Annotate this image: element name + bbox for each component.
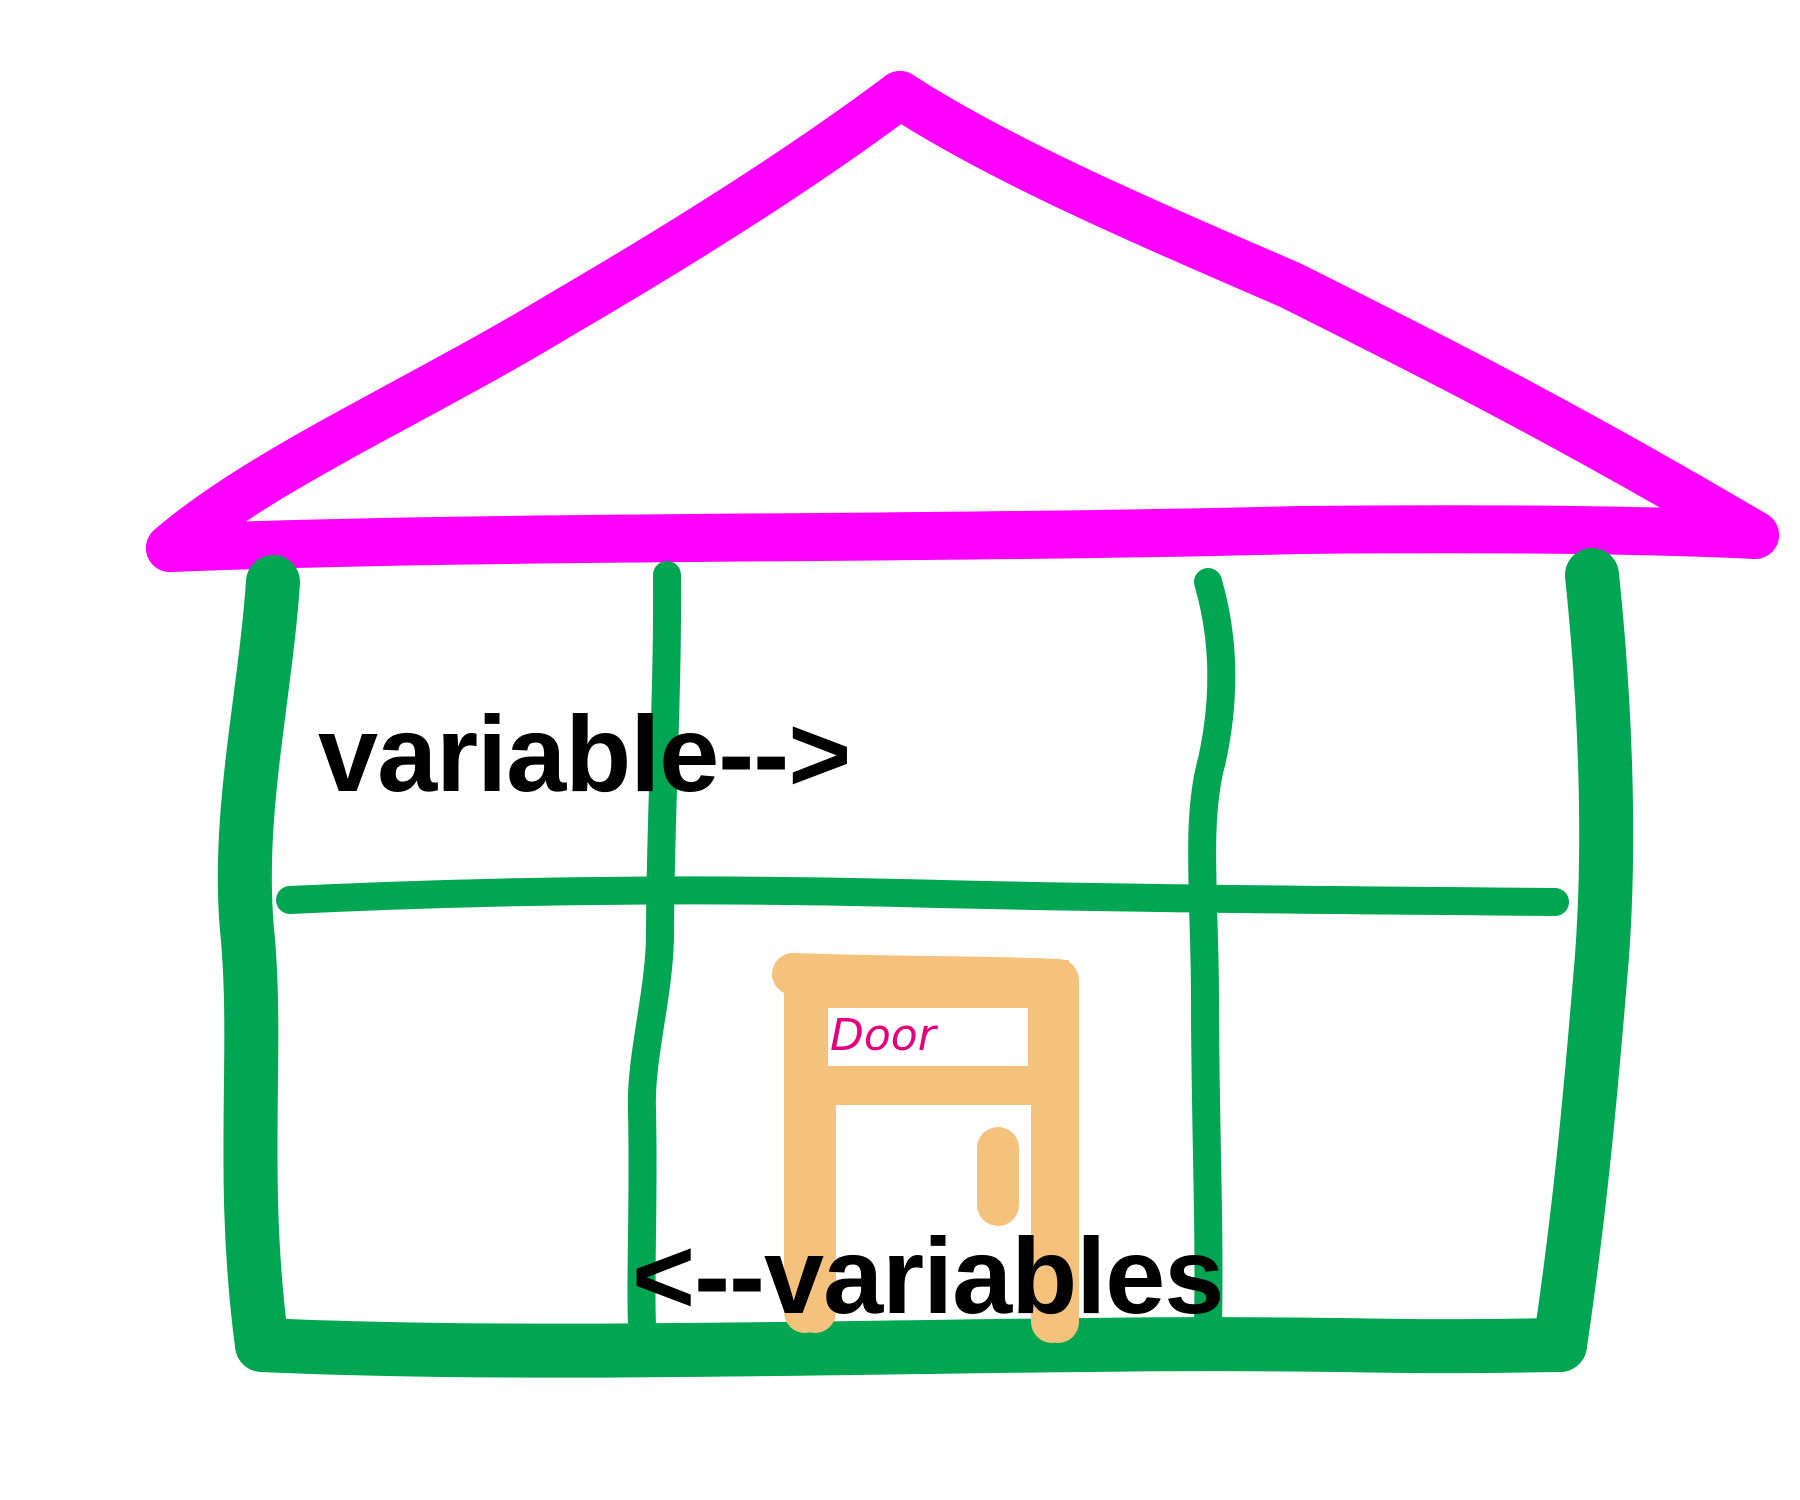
left-wall [217, 555, 300, 1372]
interior-post-left [627, 561, 682, 1339]
roof-right-slope [876, 71, 1779, 559]
floor [235, 1317, 1587, 1378]
variables-label: <--variables [632, 1215, 1224, 1336]
horizontal-beam [276, 876, 1569, 916]
roof [146, 71, 1779, 572]
right-wall [1533, 548, 1634, 1372]
house-walls [217, 548, 1634, 1378]
door-sign [828, 1008, 1028, 1066]
variable-label: variable--> [318, 693, 851, 814]
roof-base [146, 505, 1779, 572]
roof-left-slope [146, 71, 924, 572]
interior-post-right [1188, 568, 1236, 1339]
door-label: Door [830, 1010, 939, 1061]
door: Door [772, 953, 1079, 1343]
